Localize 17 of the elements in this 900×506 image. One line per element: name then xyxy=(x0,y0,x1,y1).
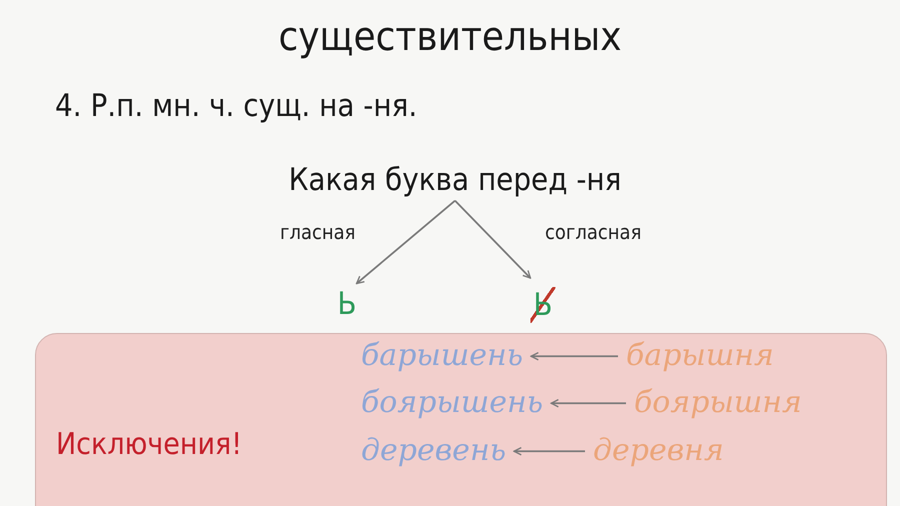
arrow xyxy=(550,398,626,408)
letter: Ь xyxy=(337,287,357,323)
exceptions-panel xyxy=(35,333,887,506)
question-text: Какая буква перед -ня xyxy=(288,163,622,199)
cursive-word: деревня xyxy=(593,434,724,468)
cursive-word: деревень xyxy=(361,434,506,468)
arrow xyxy=(513,446,585,456)
cursive-word: барышня xyxy=(626,339,774,374)
title: существительных xyxy=(277,14,623,60)
cursive-word: боярышень xyxy=(361,386,544,420)
subheading: 4. Р.п. мн. ч. сущ. на -ня. xyxy=(55,88,418,124)
arrow xyxy=(454,200,532,279)
panel-heading: Исключения! xyxy=(56,427,242,462)
arrow xyxy=(530,352,618,361)
arrow xyxy=(356,200,456,284)
cursive-word: барышень xyxy=(361,339,524,374)
cursive-word: боярышня xyxy=(634,386,802,420)
